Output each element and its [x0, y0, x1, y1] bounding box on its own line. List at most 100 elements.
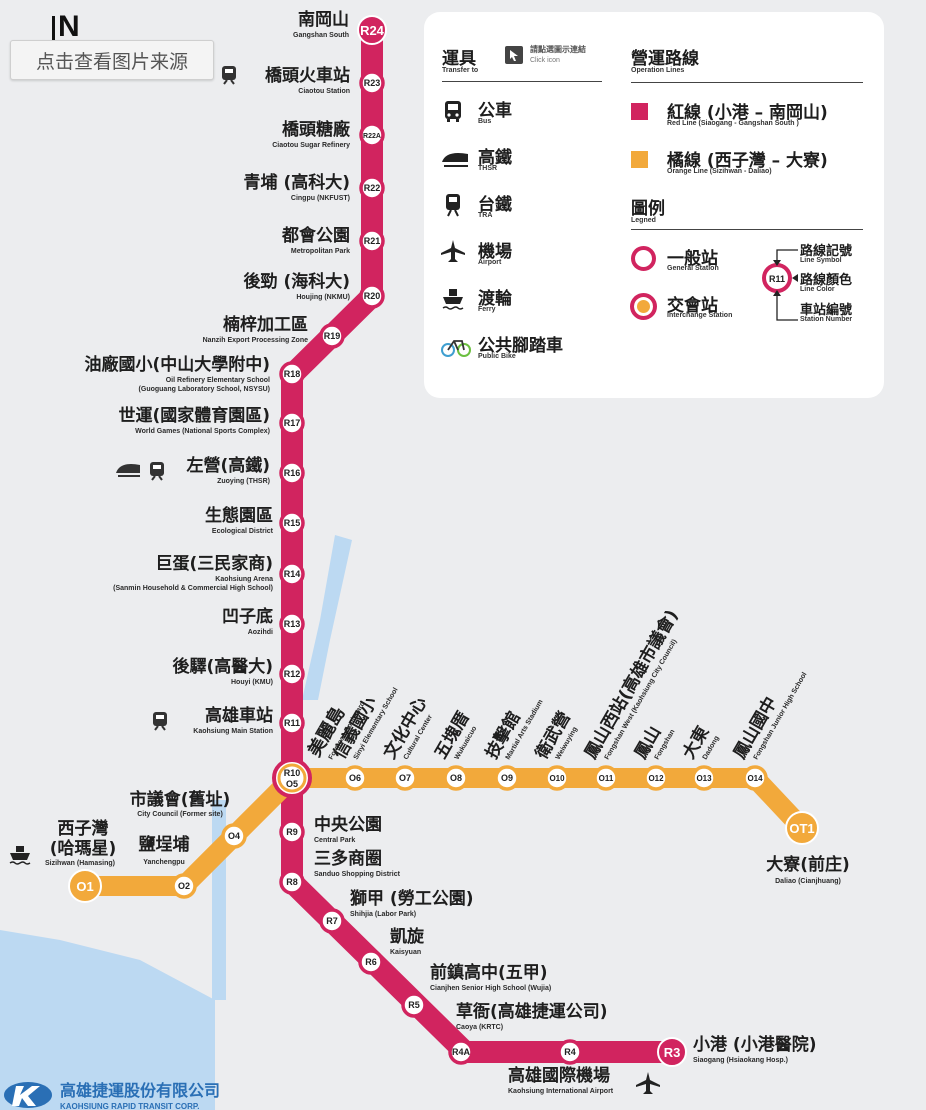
station-r16[interactable]: R16	[279, 460, 305, 486]
station-r13[interactable]: R13	[279, 611, 305, 637]
station-r4a[interactable]: R4A	[448, 1039, 474, 1065]
thsr-icon[interactable]	[440, 145, 470, 175]
station-o2[interactable]: O2	[171, 873, 197, 899]
tra-icon[interactable]	[150, 462, 164, 481]
station-o1[interactable]: O1	[68, 869, 102, 903]
station-marker[interactable]	[785, 811, 819, 845]
station-r5[interactable]: R5	[401, 992, 427, 1018]
station-marker[interactable]	[171, 873, 197, 899]
station-marker[interactable]	[557, 1039, 583, 1065]
station-o13[interactable]: O13	[691, 765, 717, 791]
station-marker[interactable]	[401, 992, 427, 1018]
station-marker[interactable]	[359, 283, 385, 309]
station-r22a[interactable]: R22A	[359, 122, 385, 148]
image-source-button[interactable]: 点击查看图片来源	[10, 40, 214, 80]
station-marker[interactable]	[279, 710, 305, 736]
station-r4[interactable]: R4	[557, 1039, 583, 1065]
bike-icon[interactable]	[440, 333, 472, 363]
station-marker[interactable]	[742, 765, 768, 791]
station-marker[interactable]	[279, 661, 305, 687]
tra-icon[interactable]	[222, 66, 236, 85]
station-marker[interactable]	[319, 323, 345, 349]
interchange-station-label-en: Interchange Station	[667, 312, 733, 319]
station-o14[interactable]: O14	[742, 765, 768, 791]
thsr-icon[interactable]	[116, 464, 140, 477]
station-o6[interactable]: O6	[342, 765, 368, 791]
station-marker[interactable]	[392, 765, 418, 791]
station-marker[interactable]	[494, 765, 520, 791]
line-symbol-label-en: Line Symbol	[800, 257, 842, 264]
station-marker[interactable]	[691, 765, 717, 791]
station-marker[interactable]	[279, 611, 305, 637]
station-r6[interactable]: R6	[358, 949, 384, 975]
station-marker[interactable]	[279, 561, 305, 587]
airport-icon[interactable]	[440, 239, 466, 269]
station-o8[interactable]: O8	[443, 765, 469, 791]
station-r15[interactable]: R15	[279, 510, 305, 536]
station-marker[interactable]	[279, 869, 305, 895]
station-marker[interactable]	[279, 819, 305, 845]
click-icon[interactable]	[505, 46, 523, 64]
station-marker[interactable]	[279, 410, 305, 436]
station-marker[interactable]	[357, 15, 387, 45]
station-o9[interactable]: O9	[494, 765, 520, 791]
station-marker[interactable]	[279, 510, 305, 536]
station-marker[interactable]	[643, 765, 669, 791]
airport-icon[interactable]	[636, 1072, 660, 1094]
station-r21[interactable]: R21	[359, 228, 385, 254]
station-r23[interactable]: R23	[359, 70, 385, 96]
ferry-icon[interactable]	[440, 286, 466, 316]
transfer-label-en: Airport	[478, 259, 502, 266]
station-marker[interactable]	[221, 823, 247, 849]
orange-line-name[interactable]: 橘線 (西子灣 – 大寮)	[667, 151, 828, 171]
tra-icon[interactable]	[440, 192, 466, 222]
station-r3[interactable]: R3	[657, 1037, 687, 1067]
station-marker[interactable]	[342, 765, 368, 791]
station-marker[interactable]	[359, 70, 385, 96]
station-marker[interactable]	[359, 228, 385, 254]
station-marker[interactable]	[279, 460, 305, 486]
station-o10[interactable]: O10	[544, 765, 570, 791]
station-marker[interactable]	[359, 175, 385, 201]
station-r12[interactable]: R12	[279, 661, 305, 687]
station-marker[interactable]	[593, 765, 619, 791]
station-r9[interactable]: R9	[279, 819, 305, 845]
line-symbol-label: 路線記號	[800, 244, 853, 259]
station-r24[interactable]: R24	[357, 15, 387, 45]
station-marker[interactable]	[544, 765, 570, 791]
station-marker[interactable]	[68, 869, 102, 903]
station-o4[interactable]: O4	[221, 823, 247, 849]
station-marker[interactable]	[359, 122, 385, 148]
station-r14[interactable]: R14	[279, 561, 305, 587]
station-r11[interactable]: R11	[279, 710, 305, 736]
station-r17[interactable]: R17	[279, 410, 305, 436]
red-line-name[interactable]: 紅線 (小港 – 南岡山)	[667, 103, 828, 123]
station-r8[interactable]: R8	[279, 869, 305, 895]
bus-icon[interactable]	[440, 98, 466, 128]
tra-icon[interactable]	[153, 712, 167, 731]
station-o7[interactable]: O7	[392, 765, 418, 791]
station-r7[interactable]: R7	[319, 908, 345, 934]
station-marker[interactable]	[657, 1037, 687, 1067]
station-marker[interactable]	[443, 765, 469, 791]
station-r19[interactable]: R19	[319, 323, 345, 349]
station-o11[interactable]: O11	[593, 765, 619, 791]
station-name-en: Yanchengpu	[143, 859, 185, 866]
station-ot1[interactable]: OT1	[785, 811, 819, 845]
station-marker[interactable]	[319, 908, 345, 934]
ferry-icon[interactable]	[9, 846, 31, 865]
station-r20[interactable]: R20	[359, 283, 385, 309]
station-marker[interactable]	[279, 361, 305, 387]
station-marker[interactable]	[448, 1039, 474, 1065]
station-r18[interactable]: R18	[279, 361, 305, 387]
station-o12[interactable]: O12	[643, 765, 669, 791]
station-r22[interactable]: R22	[359, 175, 385, 201]
station-marker[interactable]	[358, 949, 384, 975]
